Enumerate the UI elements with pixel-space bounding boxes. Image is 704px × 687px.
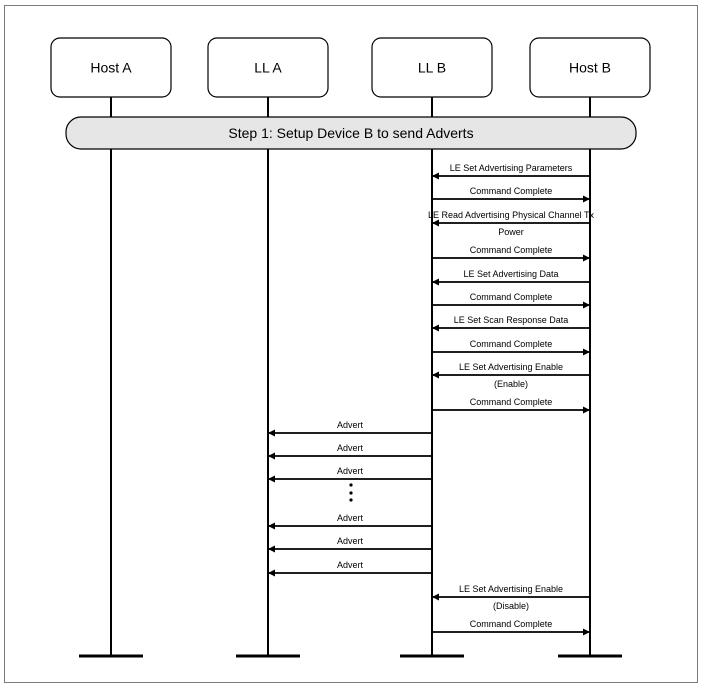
step-banner-label: Step 1: Setup Device B to send Adverts — [228, 125, 473, 141]
message-label: Advert — [337, 560, 364, 570]
message-17: LE Set Advertising Enable (Disable) — [432, 584, 590, 611]
message-label: LE Set Advertising Enable — [459, 584, 563, 594]
participant-box-host-a — [50, 37, 172, 98]
message-4: Command Complete — [432, 245, 590, 262]
message-label: Command Complete — [470, 186, 553, 196]
message-10: Command Complete — [432, 397, 590, 414]
diagram-frame — [4, 5, 698, 683]
message-label: LE Set Scan Response Data — [454, 315, 569, 325]
message-label: LE Read Advertising Physical Channel Tx — [428, 210, 594, 220]
message-label: Advert — [337, 420, 364, 430]
ellipsis-dot — [349, 483, 353, 487]
message-8: Command Complete — [432, 339, 590, 356]
message-18: Command Complete — [432, 619, 590, 636]
message-11: Advert — [268, 420, 432, 437]
message-label: LE Set Advertising Enable — [459, 362, 563, 372]
ellipsis-dot — [349, 498, 353, 502]
message-label: Command Complete — [470, 397, 553, 407]
message-label: (Enable) — [494, 379, 528, 389]
message-label: Power — [498, 227, 524, 237]
message-label: LE Set Advertising Data — [463, 269, 558, 279]
message-14: Advert — [268, 513, 432, 530]
message-label: LE Set Advertising Parameters — [450, 163, 573, 173]
message-label: Advert — [337, 466, 364, 476]
message-label: Command Complete — [470, 292, 553, 302]
participant-box-ll-a — [207, 37, 329, 98]
message-label: Command Complete — [470, 245, 553, 255]
message-3: LE Read Advertising Physical Channel Tx P… — [428, 210, 594, 237]
message-label: Command Complete — [470, 619, 553, 629]
message-5: LE Set Advertising Data — [432, 269, 590, 286]
message-label: Advert — [337, 513, 364, 523]
message-7: LE Set Scan Response Data — [432, 315, 590, 332]
participant-label-host-b: Host B — [569, 60, 611, 76]
step-banner — [65, 116, 637, 150]
message-6: Command Complete — [432, 292, 590, 309]
message-12: Advert — [268, 443, 432, 460]
message-label: (Disable) — [493, 601, 529, 611]
participant-box-ll-b — [371, 37, 493, 98]
message-label: Command Complete — [470, 339, 553, 349]
message-label: Advert — [337, 443, 364, 453]
participant-label-host-a: Host A — [90, 60, 132, 76]
message-16: Advert — [268, 560, 432, 577]
message-2: Command Complete — [432, 186, 590, 203]
participant-label-ll-b: LL B — [418, 60, 446, 76]
participant-box-host-b — [529, 37, 651, 98]
message-1: LE Set Advertising Parameters — [432, 163, 590, 180]
message-9: LE Set Advertising Enable (Enable) — [432, 362, 590, 389]
message-13: Advert — [268, 466, 432, 483]
message-label: Advert — [337, 536, 364, 546]
ellipsis-dot — [349, 491, 353, 495]
message-15: Advert — [268, 536, 432, 553]
participant-label-ll-a: LL A — [254, 60, 282, 76]
